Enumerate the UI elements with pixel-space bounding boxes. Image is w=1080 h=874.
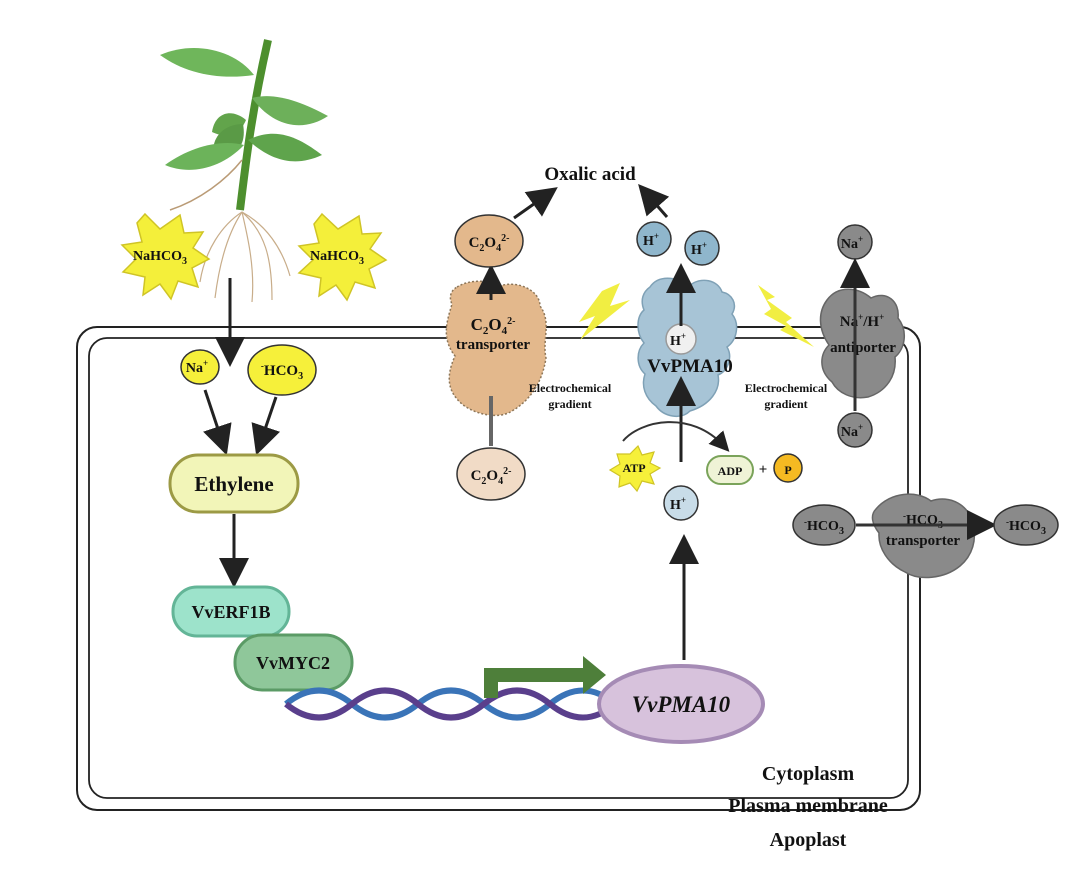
electrochemical-right-label: Electrochemical: [745, 381, 828, 395]
ethylene-label: Ethylene: [194, 472, 273, 496]
antiporter-label: antiporter: [830, 340, 896, 356]
adp-label: ADP: [718, 464, 743, 478]
nahco3-right-label: NaHCO: [310, 249, 359, 264]
svg-text:Na+: Na+: [841, 234, 863, 252]
na-h-antiporter: Na+/H+ antiporter: [819, 288, 906, 399]
svg-text:C2O42-: C2O42-: [469, 233, 510, 254]
svg-text:NaHCO3: NaHCO3: [133, 249, 187, 267]
bicarbonate-cytoplasm-ion: -HCO3: [792, 504, 856, 546]
nahco3-burst-left: NaHCO3: [120, 212, 211, 301]
svg-text:H+: H+: [691, 240, 707, 258]
grapevine-plant-icon: [160, 39, 328, 303]
apoplast-label: Apoplast: [770, 829, 847, 851]
gradient-right-label: gradient: [764, 397, 807, 411]
svg-text:NaHCO3: NaHCO3: [310, 249, 364, 267]
dna-helix: [284, 687, 617, 721]
nahco3-left-label: NaHCO: [133, 249, 182, 264]
adp-node: ADP: [706, 455, 754, 485]
bicarbonate-apoplast-ion: -HCO3: [993, 504, 1059, 546]
plus-sign-label: +: [759, 462, 768, 478]
proton-top-right: H+: [684, 230, 720, 266]
oxalate-top-ion: C2O42-: [454, 214, 524, 268]
oxalate-transporter: C2O42- transporter: [445, 280, 547, 417]
lightning-left-icon: [579, 283, 630, 340]
gradient-left-label: gradient: [548, 397, 591, 411]
svg-text:H+: H+: [670, 331, 686, 349]
na-ion: Na+: [180, 349, 220, 385]
bicarbonate-ion: -HCO3: [247, 344, 317, 396]
svg-text:-HCO3: -HCO3: [261, 361, 303, 382]
oxalate-bottom-ion: C2O42-: [456, 447, 526, 501]
plasma-membrane-label: Plasma membrane: [728, 795, 888, 817]
vvmyc2-label: VvMYC2: [256, 653, 330, 673]
svg-text:C2O42-: C2O42-: [471, 466, 512, 487]
vvpma10-pump-label: VvPMA10: [647, 356, 732, 377]
nahco3-burst-right: NaHCO3: [297, 212, 388, 302]
svg-text:C2O42-: C2O42-: [471, 315, 516, 337]
cytoplasm-label: Cytoplasm: [762, 763, 855, 785]
svg-text:-HCO3: -HCO3: [804, 517, 844, 537]
svg-text:H+: H+: [670, 495, 686, 513]
atp-burst-icon: [608, 444, 662, 493]
vverf1b-label: VvERF1B: [191, 602, 270, 622]
proton-top-left: H+: [636, 221, 672, 257]
svg-text:H+: H+: [643, 231, 659, 249]
sodium-top-ion: Na+: [837, 224, 873, 260]
bicarbonate-transporter-label: transporter: [886, 533, 960, 549]
bicarbonate-transporter: -HCO3 transporter: [871, 493, 976, 579]
proton-bottom: H+: [663, 485, 699, 521]
electrochemical-left-label: Electrochemical: [529, 381, 612, 395]
svg-text:-HCO3: -HCO3: [1006, 517, 1046, 537]
ethylene-node: Ethylene: [168, 453, 300, 514]
phosphate-node: P: [773, 453, 803, 483]
oxalate-transporter-label: transporter: [456, 337, 530, 353]
vverf1b-node: VvERF1B: [171, 585, 291, 638]
promoter-arrow-icon: [484, 656, 606, 698]
phosphate-label: P: [784, 463, 791, 477]
atp-label: ATP: [622, 461, 645, 475]
vvpma10-pump: H+ VvPMA10: [637, 277, 738, 418]
sodium-bottom-ion: Na+: [837, 412, 873, 448]
vvmyc2-node: VvMYC2: [233, 633, 354, 692]
vvpma10-gene-label: VvPMA10: [632, 692, 731, 717]
oxalic-acid-label: Oxalic acid: [544, 164, 636, 185]
lightning-right-icon: [758, 285, 814, 347]
vvpma10-gene-node: VvPMA10: [597, 664, 765, 744]
svg-text:Na+: Na+: [186, 358, 208, 376]
svg-text:Na+: Na+: [841, 422, 863, 440]
